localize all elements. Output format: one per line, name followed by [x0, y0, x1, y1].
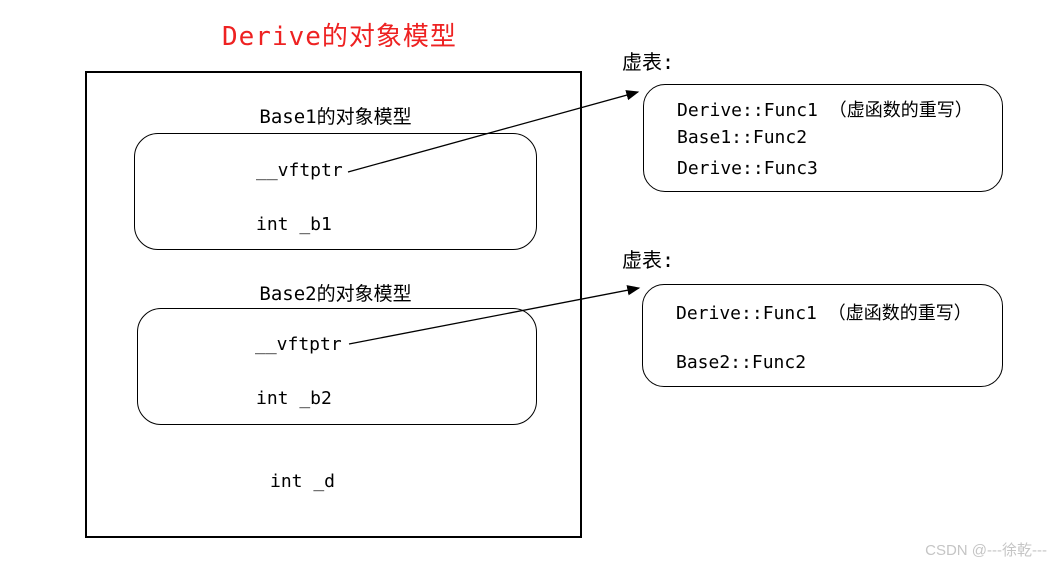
- derive-member-field: int _d: [270, 471, 336, 492]
- base1-section-label: Base1的对象模型: [259, 106, 412, 128]
- vtable2-label: 虚表:: [622, 248, 675, 272]
- vtable2-entry-func2: Base2::Func2: [676, 352, 807, 373]
- vtable1-entry-func3: Derive::Func3: [677, 158, 818, 179]
- base2-section-label: Base2的对象模型: [259, 283, 412, 305]
- vtable1-entry-func2: Base1::Func2: [677, 127, 808, 148]
- page-title: Derive的对象模型: [222, 22, 457, 52]
- base1-vfptr-field: __vftptr: [256, 160, 343, 181]
- vtable1-entry-func1: Derive::Func1 （虚函数的重写）: [677, 100, 973, 121]
- base2-subobject-box: [137, 308, 537, 425]
- vtable2-box: Derive::Func1 （虚函数的重写） Base2::Func2: [642, 284, 1003, 387]
- watermark: CSDN @---徐乾---: [925, 542, 1047, 559]
- vtable2-entry-func1: Derive::Func1 （虚函数的重写）: [676, 303, 972, 324]
- vtable1-label: 虚表:: [622, 50, 675, 74]
- base1-subobject-box: [134, 133, 537, 250]
- base1-member-field: int _b1: [256, 214, 332, 235]
- vtable1-box: Derive::Func1 （虚函数的重写） Base1::Func2 Deri…: [643, 84, 1003, 192]
- base2-vfptr-field: __vftptr: [255, 334, 342, 355]
- base2-member-field: int _b2: [256, 388, 332, 409]
